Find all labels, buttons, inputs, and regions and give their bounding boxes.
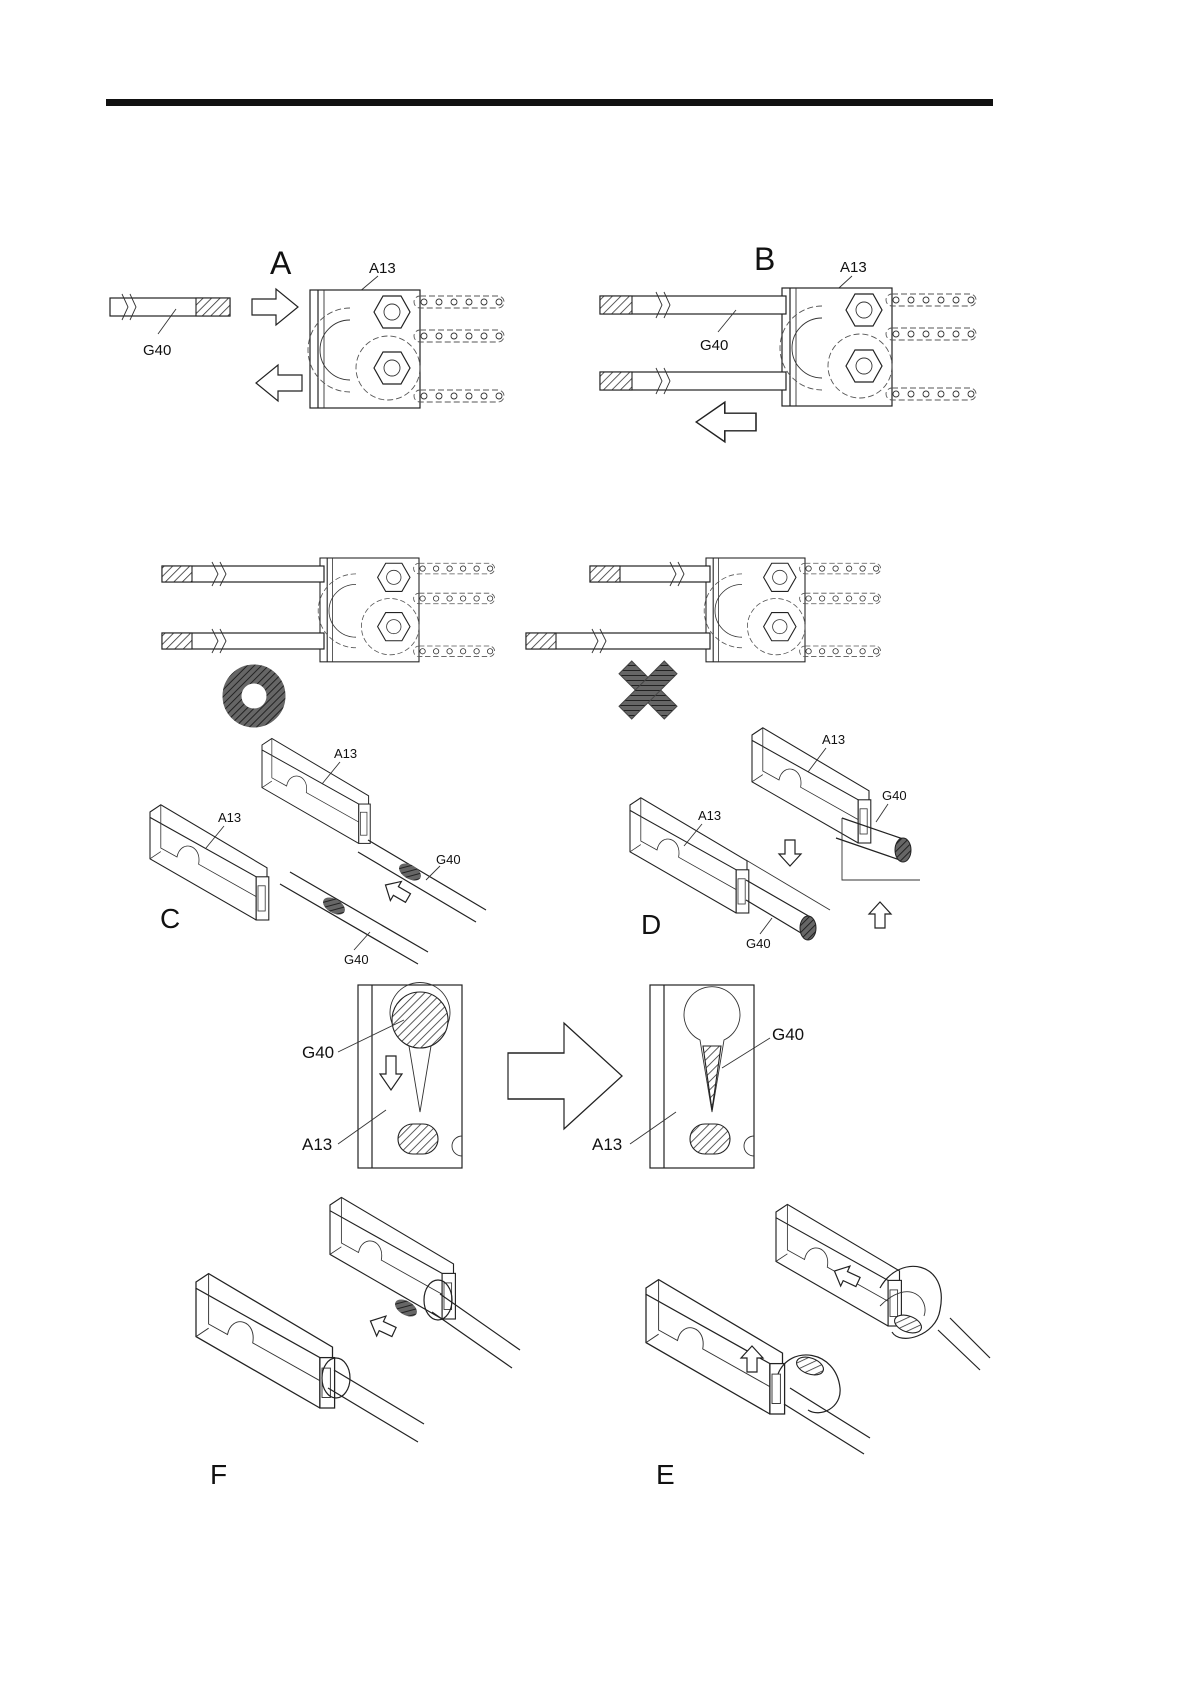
rod-g40-upper: [836, 818, 920, 880]
part-label-rod: G40: [746, 936, 771, 951]
up-arrow-icon: [869, 902, 891, 928]
panel-a: A A13 G40: [110, 245, 504, 408]
panel-c-label: C: [160, 903, 180, 934]
cross-icon: [603, 645, 694, 736]
panel-a-label: A: [270, 245, 292, 281]
panel-b: B A13 G40: [600, 241, 976, 442]
rod-g40-lower: [322, 1358, 424, 1442]
slide-arrow-icon: [830, 1261, 863, 1292]
header-rule: [106, 99, 993, 106]
part-label-rod: G40: [882, 788, 907, 803]
down-arrow-icon: [779, 840, 801, 866]
slide-arrow-icon: [366, 1311, 399, 1342]
rod-g40: [110, 294, 230, 320]
part-label-rod: G40: [772, 1025, 804, 1044]
rod-g40-lower: [600, 368, 786, 394]
panel-d: A13 A13 G40 G40 D: [630, 728, 920, 951]
part-label-bracket: A13: [698, 808, 721, 823]
part-label-bracket: A13: [334, 746, 357, 761]
panel-f-label: F: [210, 1459, 227, 1490]
part-label-rod: G40: [344, 952, 369, 967]
panel-d-label: D: [641, 909, 661, 940]
keyhole-before: G40 A13: [302, 983, 462, 1168]
part-label-bracket: A13: [840, 259, 867, 276]
insert-arrow-icon: [380, 875, 414, 907]
panel-e: E: [646, 1204, 990, 1490]
rod-g40-upper: [600, 292, 786, 318]
correct-circle-icon: [232, 674, 276, 718]
part-label-bracket: A13: [369, 260, 396, 277]
part-label-rod: G40: [700, 337, 728, 354]
pull-arrow-icon: [696, 402, 756, 442]
part-label-bracket: A13: [822, 732, 845, 747]
rod-g40-lower: [778, 1354, 870, 1454]
correct-assembly: [162, 558, 495, 718]
part-label-bracket: A13: [592, 1135, 622, 1154]
transition-arrow-icon: [508, 1023, 622, 1129]
rod-g40-lower: [280, 872, 428, 964]
part-label-rod: G40: [302, 1043, 334, 1062]
part-label-bracket: A13: [218, 810, 241, 825]
rod-g40-upper: [392, 1280, 520, 1368]
panel-f: F: [196, 1197, 520, 1490]
incorrect-assembly: [526, 558, 881, 735]
part-label-rod: G40: [143, 342, 171, 359]
part-label-bracket: A13: [302, 1135, 332, 1154]
withdraw-arrow-icon: [256, 365, 302, 401]
part-label-rod: G40: [436, 852, 461, 867]
panel-b-label: B: [754, 241, 775, 277]
keyhole-after: G40 A13: [592, 985, 804, 1168]
insert-arrow-icon: [252, 289, 298, 325]
rod-g40-lower: [746, 860, 830, 940]
panel-c: A13 A13 G40 G40 C: [150, 738, 486, 967]
panel-e-label: E: [656, 1459, 675, 1490]
rod-g40-upper: [358, 840, 486, 922]
